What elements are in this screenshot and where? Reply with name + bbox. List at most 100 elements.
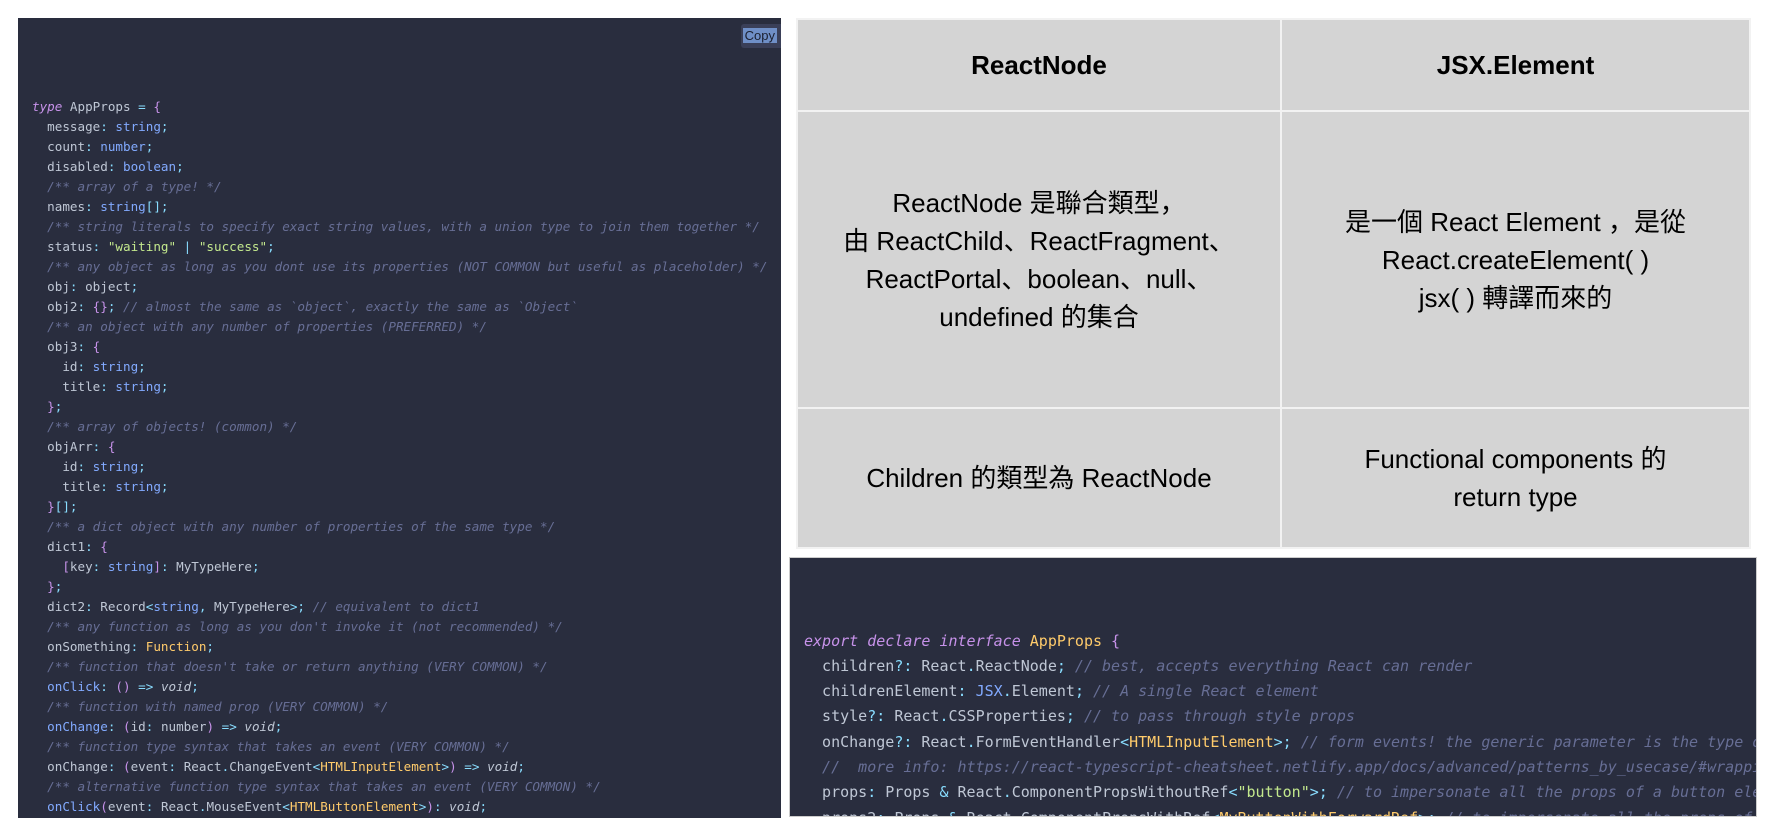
code-token: AppProps bbox=[1029, 631, 1103, 650]
code-token: : bbox=[92, 559, 108, 574]
code-token: ; bbox=[1056, 656, 1066, 675]
code-token: ; bbox=[145, 139, 154, 154]
code-token: : bbox=[107, 719, 123, 734]
code-token: obj2 bbox=[32, 299, 78, 314]
code-token: : bbox=[100, 379, 116, 394]
code-token: ; bbox=[54, 399, 63, 414]
code-line: props: Props & React.ComponentPropsWitho… bbox=[804, 780, 1756, 805]
code-token: : bbox=[100, 479, 116, 494]
code-line: /** any object as long as you dont use i… bbox=[32, 257, 781, 277]
code-token: : bbox=[145, 799, 161, 814]
code-line: // more info: https://react-typescript-c… bbox=[804, 755, 1756, 780]
copy-button[interactable]: Copy bbox=[740, 24, 781, 48]
code-line: obj3: { bbox=[32, 337, 781, 357]
cell-text-line: return type bbox=[1453, 482, 1578, 512]
code-token: /** array of a type! */ bbox=[32, 179, 222, 194]
code-token: {} bbox=[92, 299, 108, 314]
code-token: /** an object with any number of propert… bbox=[32, 319, 487, 334]
code-token: props bbox=[804, 783, 868, 802]
code-token: . bbox=[939, 707, 949, 726]
code-token: obj3 bbox=[32, 339, 78, 354]
code-token: . bbox=[221, 759, 230, 774]
code-token: React bbox=[160, 799, 199, 814]
code-token: : bbox=[130, 639, 146, 654]
code-token: MyTypeHere bbox=[176, 559, 252, 574]
code-line: /** string literals to specify exact str… bbox=[32, 217, 781, 237]
cell-text-line: React.createElement( ) bbox=[1381, 244, 1650, 275]
code-line: /** an optional prop (VERY COMMON!) */ bbox=[32, 817, 781, 818]
table-cell: ReactNode 是聯合類型，由 ReactChild、ReactFragme… bbox=[796, 110, 1282, 409]
code-token: /** function with named prop (VERY COMMO… bbox=[32, 699, 389, 714]
code-token: = bbox=[138, 99, 146, 114]
code-token: { bbox=[107, 439, 116, 454]
code-token: onChange bbox=[804, 732, 895, 751]
code-token: } bbox=[32, 499, 55, 514]
code-token: ; bbox=[160, 479, 169, 494]
code-token: ) bbox=[449, 759, 457, 774]
code-token: > bbox=[441, 759, 450, 774]
cell-text-line: Children 的類型為 ReactNode bbox=[866, 463, 1212, 493]
code-token: () bbox=[115, 679, 131, 694]
code-token: ReactNode bbox=[975, 656, 1057, 675]
code-token: : bbox=[100, 679, 116, 694]
code-token: onChange bbox=[32, 719, 108, 734]
code-token: ; bbox=[138, 459, 146, 474]
cell-text-line: ReactNode 是聯合類型， bbox=[892, 187, 1186, 218]
code-token: // to impersonate all the props of a but… bbox=[1327, 783, 1757, 802]
code-token: Function bbox=[145, 639, 207, 654]
code-token: AppProps bbox=[62, 99, 139, 114]
code-token: count bbox=[32, 139, 86, 154]
code-token: : bbox=[100, 119, 116, 134]
code-token: HTMLButtonElement bbox=[289, 799, 419, 814]
code-token: < bbox=[1228, 783, 1238, 802]
code-token: ; bbox=[267, 239, 275, 254]
code-token: id bbox=[32, 459, 78, 474]
code-token: : bbox=[145, 719, 161, 734]
code-token: } bbox=[32, 399, 55, 414]
code-line: children?: React.ReactNode; // best, acc… bbox=[804, 654, 1756, 679]
code-token: JSX bbox=[975, 682, 1003, 701]
code-token: ; bbox=[274, 719, 283, 734]
code-line: /** array of objects! (common) */ bbox=[32, 417, 781, 437]
code-token: . bbox=[1012, 809, 1021, 816]
code-token: React bbox=[921, 656, 967, 675]
code-token: : bbox=[160, 559, 177, 574]
code-token: onSomething bbox=[32, 639, 131, 654]
code-line: title: string; bbox=[32, 477, 781, 497]
code-token: onClick bbox=[32, 679, 101, 694]
code-token: Record bbox=[100, 599, 146, 614]
code-token: ; bbox=[191, 679, 199, 694]
code-token: string bbox=[153, 599, 199, 614]
code-token: : bbox=[85, 599, 101, 614]
code-token: ComponentPropsWithRef bbox=[1021, 809, 1211, 816]
code-token: export declare interface bbox=[804, 631, 1030, 650]
code-token: Element bbox=[1011, 682, 1075, 701]
code-token: >; bbox=[1309, 783, 1328, 802]
code-token: : bbox=[77, 339, 93, 354]
code-token: ComponentPropsWithoutRef bbox=[1011, 783, 1229, 802]
code-token: string bbox=[115, 119, 161, 134]
code-token: MyTypeHere bbox=[214, 599, 290, 614]
code-token: /** any function as long as you don't in… bbox=[32, 619, 563, 634]
code-token: ; bbox=[130, 279, 139, 294]
code-token: : bbox=[107, 759, 123, 774]
code-token: ; bbox=[176, 159, 184, 174]
code-token: // more info: https://react-typescript-c… bbox=[804, 758, 1757, 777]
code-token: : bbox=[957, 682, 976, 701]
code-token: { bbox=[92, 339, 101, 354]
code-line: [key: string]: MyTypeHere; bbox=[32, 557, 781, 577]
code-token: void bbox=[244, 719, 275, 734]
code-token: title bbox=[32, 479, 101, 494]
code-token: ; bbox=[160, 379, 169, 394]
code-line: }; bbox=[32, 397, 781, 417]
code-token: { bbox=[100, 539, 108, 554]
code-line: id: string; bbox=[32, 457, 781, 477]
code-token: props2 bbox=[804, 809, 876, 816]
code-token: HTMLInputElement bbox=[1129, 732, 1274, 751]
code-line: /** function that doesn't take or return… bbox=[32, 657, 781, 677]
code-token: ?: bbox=[867, 707, 895, 726]
code-token: { bbox=[145, 99, 161, 114]
code-token: /** function that doesn't take or return… bbox=[32, 659, 548, 674]
table-row: ReactNode 是聯合類型，由 ReactChild、ReactFragme… bbox=[796, 110, 1751, 409]
